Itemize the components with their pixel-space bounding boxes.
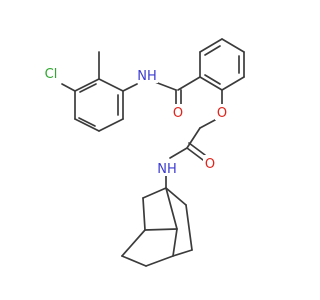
- bond: [142, 187, 167, 199]
- bond: [98, 78, 124, 92]
- atom-labels: NH O O O NH Cl: [40, 65, 229, 177]
- bond: [154, 81, 177, 91]
- bond: [74, 78, 100, 92]
- bond: [221, 38, 245, 53]
- amide-nh-top: NH: [136, 67, 158, 84]
- chlorine-label: Cl: [45, 67, 58, 82]
- bond: [165, 187, 178, 230]
- label-mask: [155, 160, 179, 176]
- bond: [144, 228, 178, 231]
- bond: [177, 76, 201, 91]
- bond: [121, 229, 146, 257]
- bond: [74, 118, 100, 132]
- bond: [78, 117, 96, 127]
- bond: [186, 147, 204, 161]
- bond: [199, 38, 223, 53]
- label-mask: [215, 104, 229, 120]
- amide-oxygen-top: O: [172, 104, 186, 121]
- amide-nh-bottom: NH: [155, 160, 179, 177]
- chlorine-atom: Cl: [40, 65, 62, 82]
- bond: [79, 83, 97, 93]
- bond: [199, 119, 216, 129]
- label-mask: [40, 65, 62, 81]
- nitrogen-label: NH: [157, 162, 177, 177]
- bond: [98, 118, 124, 132]
- bond: [165, 187, 187, 206]
- bond: [169, 147, 188, 159]
- bonds: [61, 38, 245, 267]
- bond: [188, 142, 206, 156]
- molecule-canvas: NH O O O NH Cl: [40, 38, 245, 267]
- oxygen-label: O: [217, 106, 227, 121]
- ether-oxygen: O: [215, 104, 229, 121]
- bond: [204, 74, 221, 85]
- bond: [142, 197, 146, 231]
- bond: [221, 76, 245, 91]
- bond: [199, 76, 223, 91]
- label-mask: [136, 67, 158, 83]
- bond: [172, 228, 178, 257]
- bond: [145, 255, 174, 267]
- bond: [186, 127, 201, 149]
- bond: [122, 83, 138, 92]
- bond: [61, 83, 76, 92]
- bond: [185, 204, 193, 251]
- bond: [172, 249, 193, 257]
- bond: [204, 45, 221, 56]
- nitrogen-label: NH: [137, 69, 157, 84]
- bond: [121, 255, 147, 267]
- label-mask: [172, 104, 186, 120]
- amide-oxygen-bottom: O: [203, 155, 217, 172]
- label-mask: [203, 155, 217, 171]
- molecule-structure: NH O O O NH Cl: [40, 38, 245, 267]
- oxygen-label: O: [173, 106, 183, 121]
- oxygen-label: O: [205, 157, 215, 172]
